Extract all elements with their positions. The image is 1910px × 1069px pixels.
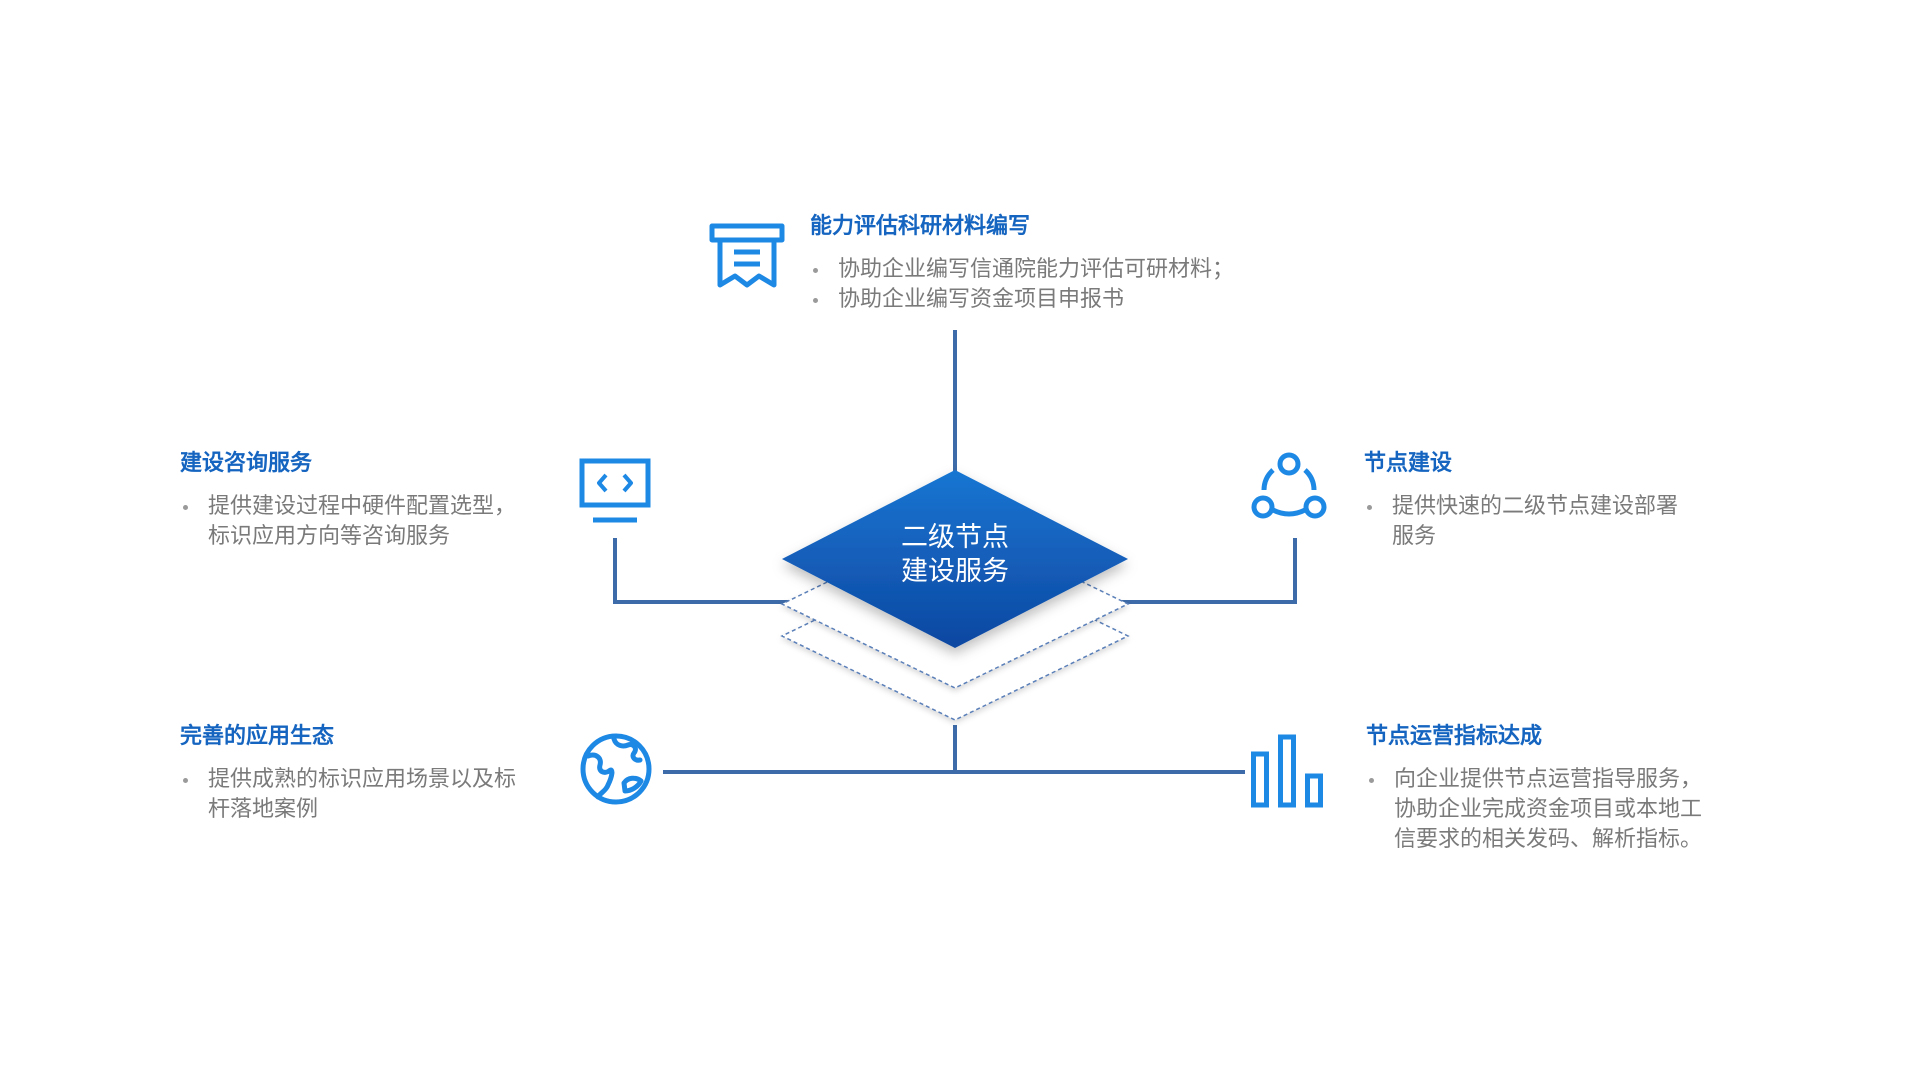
center-label-line1: 二级节点 [901, 522, 1009, 553]
center-label: 二级节点 建设服务 [855, 521, 1055, 589]
node-network-icon [1251, 452, 1327, 519]
bar-chart-icon [1251, 734, 1323, 808]
block-right-upper: 节点建设 提供快速的二级节点建设部署服务 [1364, 450, 1678, 552]
list-item: 协助企业编写信通院能力评估可研材料； [810, 255, 1234, 285]
block-right-upper-title: 节点建设 [1364, 451, 1453, 476]
center-label-line2: 建设服务 [901, 556, 1009, 587]
center-diamond [782, 470, 1128, 648]
block-left-upper: 建设咨询服务 提供建设过程中硬件配置选型，标识应用方向等咨询服务 [180, 450, 516, 552]
list-item: 协助企业编写资金项目申报书 [810, 285, 1234, 315]
block-right-lower: 节点运营指标达成 向企业提供节点运营指导服务，协助企业完成资金项目或本地工信要求… [1366, 723, 1702, 855]
list-item: 提供成熟的标识应用场景以及标杆落地案例 [180, 765, 516, 825]
block-top-title: 能力评估科研材料编写 [810, 214, 1031, 239]
connector-right-upper [1115, 538, 1297, 604]
list-item: 提供快速的二级节点建设部署服务 [1364, 492, 1678, 552]
block-right-upper-list: 提供快速的二级节点建设部署服务 [1364, 492, 1678, 552]
block-left-lower-title: 完善的应用生态 [180, 724, 335, 749]
block-top: 能力评估科研材料编写 协助企业编写信通院能力评估可研材料；协助企业编写资金项目申… [810, 213, 1234, 315]
connector-left-upper [613, 538, 795, 604]
list-item: 向企业提供节点运营指导服务，协助企业完成资金项目或本地工信要求的相关发码、解析指… [1366, 765, 1702, 855]
block-right-lower-title: 节点运营指标达成 [1366, 724, 1543, 749]
block-top-list: 协助企业编写信通院能力评估可研材料；协助企业编写资金项目申报书 [810, 255, 1234, 315]
block-left-lower-list: 提供成熟的标识应用场景以及标杆落地案例 [180, 765, 516, 825]
block-left-lower: 完善的应用生态 提供成熟的标识应用场景以及标杆落地案例 [180, 723, 516, 825]
receipt-icon [709, 223, 785, 288]
list-item: 提供建设过程中硬件配置选型，标识应用方向等咨询服务 [180, 492, 516, 552]
globe-icon [580, 733, 652, 805]
block-right-lower-list: 向企业提供节点运营指导服务，协助企业完成资金项目或本地工信要求的相关发码、解析指… [1366, 765, 1702, 855]
code-monitor-icon [579, 458, 651, 523]
block-left-upper-list: 提供建设过程中硬件配置选型，标识应用方向等咨询服务 [180, 492, 516, 552]
block-left-upper-title: 建设咨询服务 [180, 451, 313, 476]
